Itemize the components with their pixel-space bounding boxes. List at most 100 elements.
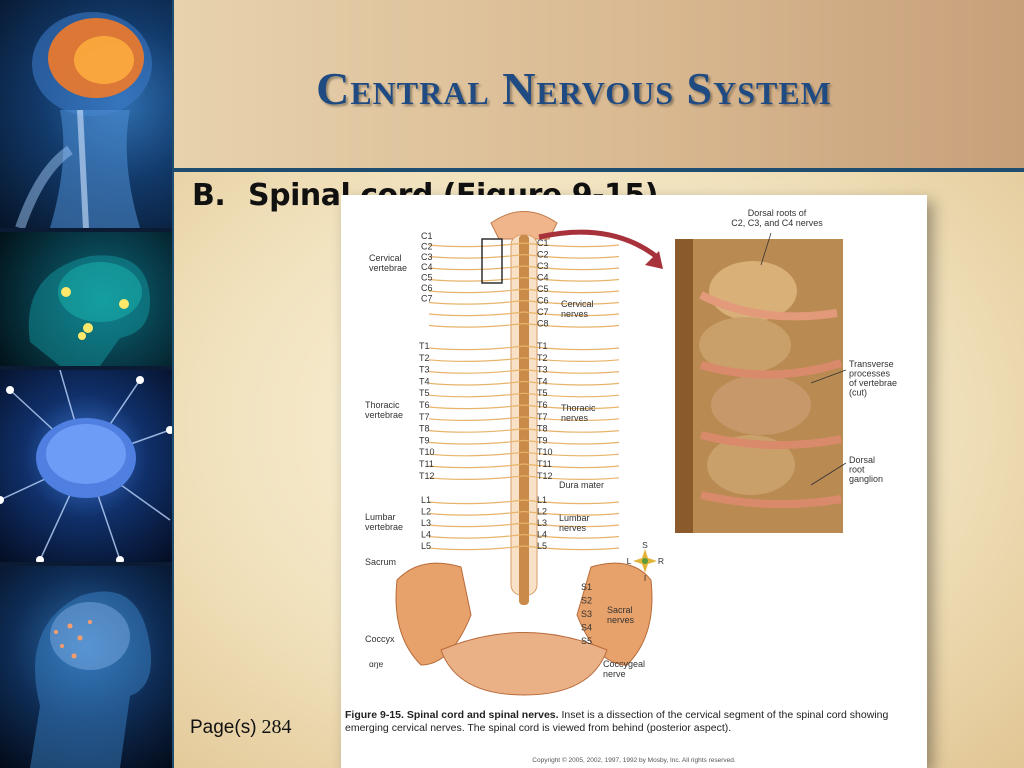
spinal-nerve [523,439,620,445]
spinal-nerve [428,369,525,374]
vertebra-label-lumbar: L3 [421,518,431,528]
pelvis-base [440,632,608,696]
orientation-compass [633,549,657,573]
spinal-nerve [428,533,525,539]
spinal-nerve [523,311,620,317]
nerve-label-cervical: C3 [537,261,549,271]
spinal-nerve [523,242,620,248]
thoracic-vertebrae-label: Thoracic [365,400,400,410]
vertebra-label-thoracic: T5 [419,388,430,398]
nerve-label-thoracic: T4 [537,376,548,386]
spinal-nerve [428,242,525,248]
figure-caption: Figure 9-15. Spinal cord and spinal nerv… [345,709,925,735]
dura-mater-label: Dura mater [559,480,604,490]
spinal-nerve [428,265,525,271]
spinal-nerve [428,288,525,294]
spinal-nerve [428,510,525,516]
spinal-nerve [523,451,620,457]
vertebra-label-thoracic: T11 [419,459,434,469]
spinal-nerve [523,533,620,539]
spinal-nerve [523,392,620,398]
nerve-label-sacral: S1 [581,582,592,592]
spinal-nerve [428,299,525,305]
spinal-nerve [523,416,620,421]
spinal-nerve [523,404,620,410]
nerve-label-cervical: C4 [537,273,549,283]
nerve-label-sacral: S3 [581,609,592,619]
dorsal-roots-label: C2, C3, and C4 nerves [731,218,823,228]
spinal-nerve [523,545,620,551]
nerve-label-lumbar: L1 [537,495,547,505]
vertebra-label-cervical: C7 [421,293,433,303]
spinal-cord-strand [519,235,529,605]
nerve-label-sacral: S4 [581,623,592,633]
lumbar-nerves-label: Lumbar [559,513,590,523]
vertebra-label-thoracic: T7 [419,412,430,422]
vertebra-label-thoracic: T4 [419,376,430,386]
caption-body: Inset is a dissection of the cervical se… [345,709,889,734]
spinal-nerve [523,522,620,528]
nerve-label-lumbar: L3 [537,518,547,528]
spinal-nerve [523,380,620,386]
vertebra-label-cervical: C4 [421,262,433,272]
transverse-processes-label: of vertebrae [849,378,897,388]
spinal-nerve [523,475,620,480]
nerve-label-sacral: S5 [581,636,592,646]
vertebra-label-lumbar: L5 [421,541,431,551]
dorsal-root-ganglion-label: root [849,465,865,475]
lumbar-vertebrae-label: Lumbar [365,512,396,522]
vertebra-label-lumbar: L2 [421,507,431,517]
nerve-label-lumbar: L4 [537,530,547,540]
thoracic-vertebrae-label: vertebrae [365,410,403,420]
nerve-label-cervical: C6 [537,296,549,306]
nerve-label-thoracic: T8 [537,424,548,434]
spinal-nerve [523,288,620,294]
spinal-nerve [523,357,620,362]
vertebra-label-thoracic: T2 [419,353,430,363]
compass-right: R [658,556,664,566]
compass-inferior: I [644,573,646,583]
nerve-label-cervical: C8 [537,319,549,329]
vertebra-label-thoracic: T10 [419,447,435,457]
cervical-vertebrae-label: vertebrae [369,263,407,273]
sacral-nerves-label: Sacral [607,605,633,615]
thoracic-nerves-label: Thoracic [561,403,596,413]
spinal-nerve [428,253,525,259]
spinal-nerve [523,322,620,328]
nerve-label-cervical: C7 [537,307,549,317]
dorsal-roots-label: Dorsal roots of [748,208,807,218]
lumbar-vertebrae-label: vertebrae [365,522,403,532]
spinal-nerve [428,276,525,282]
nerve-label-thoracic: T5 [537,388,548,398]
spinal-nerve [428,439,525,445]
cervical-nerves-label: nerves [561,309,589,319]
transverse-processes-label: Transverse [849,359,894,369]
inset-arrow-head [645,251,663,269]
spinal-nerve [428,416,525,421]
inset-box [481,238,503,284]
brain-network-image [0,370,172,562]
spinal-nerve [428,392,525,398]
brain-skeleton-image [0,0,172,228]
nerve-label-thoracic: T11 [537,459,552,469]
coccygeal-nerve-label: nerve [603,669,626,679]
vertebra-label-cervical: C2 [421,241,433,251]
nerve-label-thoracic: T12 [537,471,553,481]
vertebra-label-thoracic: T8 [419,424,430,434]
spinal-nerve [428,357,525,362]
nerve-label-thoracic: T6 [537,400,548,410]
caption-title: Figure 9-15. Spinal cord and spinal nerv… [345,709,559,721]
spinal-nerve [523,299,620,305]
vertebra-label-lumbar: L1 [421,495,431,505]
spinal-nerve [428,404,525,410]
vertebra-label-lumbar: L4 [421,530,431,540]
thoracic-nerves-label: nerves [561,413,589,423]
copyright-line: Copyright © 2005, 2002, 1997, 1992 by Mo… [532,757,736,764]
nerve-label-thoracic: T7 [537,412,548,422]
vertebra-label-cervical: C6 [421,283,433,293]
spinal-nerve [523,510,620,516]
cervical-vertebrae-label: Cervical [369,253,402,263]
vertebra-label-cervical: C5 [421,273,433,283]
vertebra-label-thoracic: T1 [419,341,430,351]
pages-label: Page(s) [190,717,257,738]
